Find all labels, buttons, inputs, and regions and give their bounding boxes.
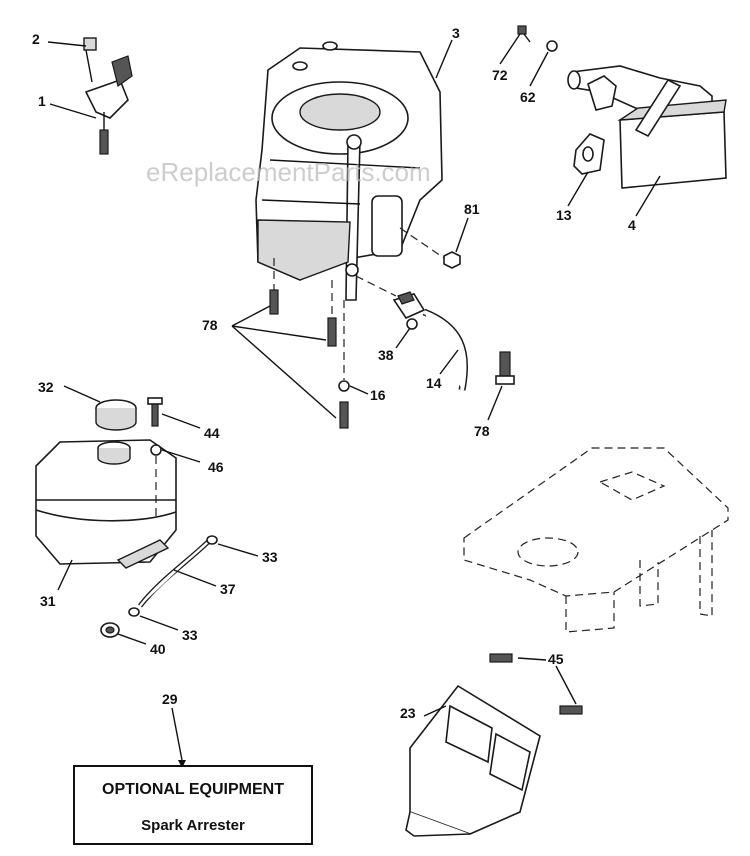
callout-40: 40	[150, 641, 166, 657]
fuel-filter-part	[392, 291, 426, 330]
spark-arrester-label: Spark Arrester	[141, 817, 245, 834]
callout-16: 16	[370, 387, 386, 403]
callout-23: 23	[400, 705, 416, 721]
bolt-72-part	[517, 25, 527, 35]
bolt-45-part	[559, 705, 583, 715]
bolt-78-part	[327, 317, 337, 347]
bolt-45-part	[489, 653, 513, 663]
callout-31: 31	[40, 593, 56, 609]
bushing-40-part	[100, 622, 120, 638]
washer-16-part	[338, 380, 350, 392]
fuel-tank-part	[35, 439, 177, 569]
callout-78: 78	[202, 317, 218, 333]
callout-4: 4	[628, 217, 636, 233]
callout-13: 13	[556, 207, 572, 223]
optional-equipment-heading: OPTIONAL EQUIPMENT	[102, 781, 284, 798]
washer-46-part	[150, 444, 162, 456]
callout-72: 72	[492, 67, 508, 83]
callout-37: 37	[220, 581, 236, 597]
callout-3: 3	[452, 25, 460, 41]
heat-shield-part	[405, 684, 541, 837]
watermark-text: eReplacementParts.com	[146, 157, 431, 187]
fuel-cap-part	[95, 399, 137, 431]
callout-32: 32	[38, 379, 54, 395]
callout-29: 29	[162, 691, 178, 707]
callout-44: 44	[204, 425, 220, 441]
gasket-part	[573, 75, 617, 175]
clamp-33-part	[206, 535, 218, 545]
frame-outline	[463, 447, 729, 633]
callout-38: 38	[378, 347, 394, 363]
callout-62: 62	[520, 89, 536, 105]
optional-equipment-box	[73, 765, 313, 845]
bolt-78-part	[339, 401, 349, 429]
callout-78: 78	[474, 423, 490, 439]
callout-33: 33	[182, 627, 198, 643]
washer-62-part	[546, 40, 558, 52]
callout-1: 1	[38, 93, 46, 109]
throttle-control-part	[83, 37, 133, 155]
nut-81-part	[443, 251, 461, 269]
callout-2: 2	[32, 31, 40, 47]
callout-33: 33	[262, 549, 278, 565]
callout-81: 81	[464, 201, 480, 217]
engine-part	[255, 41, 443, 301]
callout-46: 46	[208, 459, 224, 475]
callout-14: 14	[426, 375, 442, 391]
callout-45: 45	[548, 651, 564, 667]
bolt-78-part	[269, 289, 279, 315]
clamp-33-part	[128, 607, 140, 617]
